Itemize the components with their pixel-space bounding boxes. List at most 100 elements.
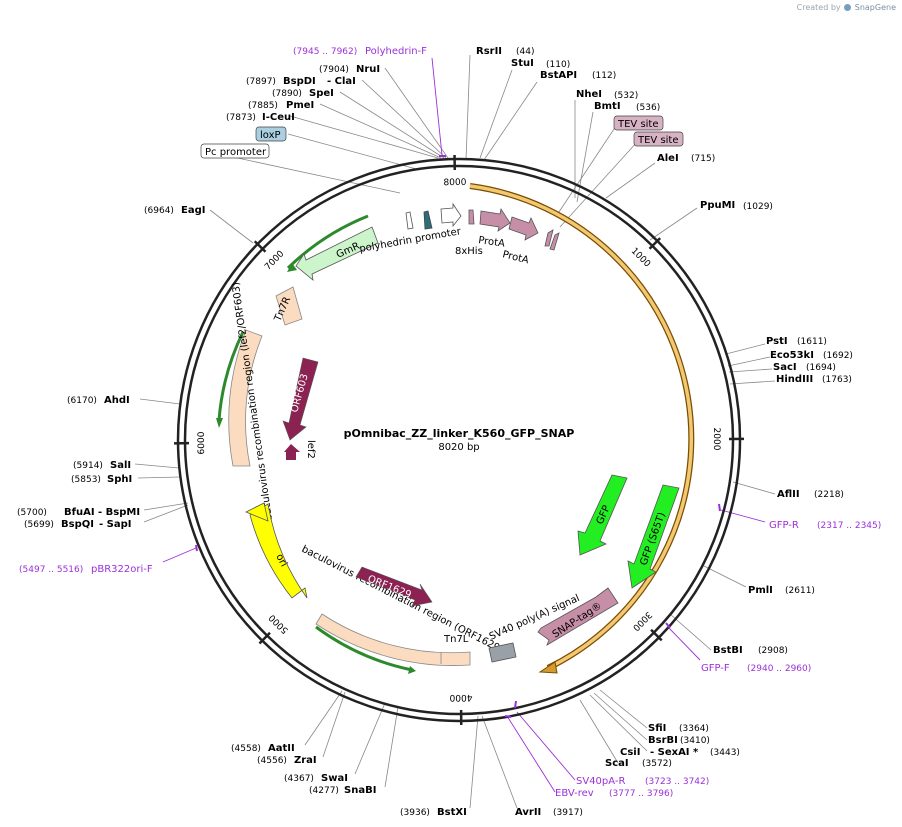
enzyme-pos: (2218) xyxy=(814,490,844,500)
enzyme-pos: (532) xyxy=(614,91,638,101)
enzyme-pos: (3936) xyxy=(400,808,430,818)
snap-feature xyxy=(537,587,619,646)
enzyme-name: AhdI xyxy=(104,395,130,406)
tick-label: 4000 xyxy=(449,692,472,702)
gmr-arc xyxy=(286,214,369,270)
primer-leader-lines xyxy=(162,57,766,793)
enzyme-pos: (5853) xyxy=(71,475,101,485)
orf1629-feature xyxy=(355,566,433,607)
enzyme-name: BsrBI xyxy=(648,735,678,746)
enzyme-pos: (3410) xyxy=(680,736,710,746)
primer-name: GFP-F xyxy=(701,663,730,674)
enzyme-pos: (5699) xyxy=(24,520,54,530)
gmr-arc-head xyxy=(287,263,297,272)
enzyme-name: AleI xyxy=(657,153,679,164)
ori-label: ori xyxy=(273,552,289,569)
enzyme-name: SfiI xyxy=(648,723,666,734)
enzyme-pos: (7890) xyxy=(272,89,302,99)
enzyme-pos: (7873) xyxy=(226,113,256,123)
tev1-box: TEV site xyxy=(613,115,664,131)
enzyme-pos: (6964) xyxy=(144,206,174,216)
primer-range: (3723 .. 3742) xyxy=(645,777,709,787)
snapgene-watermark: Created by SnapGene xyxy=(797,3,896,12)
watermark-brand: SnapGene xyxy=(854,3,896,12)
lef2-green-arc xyxy=(217,331,245,421)
enzyme-name: NruI xyxy=(356,64,380,75)
enzyme-pos: (44) xyxy=(516,47,534,57)
enzyme-labels: RsrII (44) StuI (110) BstAPI (112) NheI … xyxy=(17,46,853,818)
tick-label: 2000 xyxy=(711,428,721,451)
tev2-box: TEV site xyxy=(633,131,684,147)
enzyme-pos: (536) xyxy=(636,103,660,113)
plasmid-length: 8020 bp xyxy=(438,442,479,453)
primer-name: EBV-rev xyxy=(555,788,594,799)
enzyme-pos: (4277) xyxy=(309,786,339,796)
enzyme-pos: (6170) xyxy=(67,396,97,406)
his-feature xyxy=(468,209,475,225)
lef2-recomb-region xyxy=(228,329,263,467)
small-promoter-feature xyxy=(405,211,414,230)
enzyme-name-2: - BspMI xyxy=(98,507,140,518)
tick-label: 1000 xyxy=(629,246,652,269)
snapgene-logo-icon xyxy=(844,4,852,11)
primer-labels: Polyhedrin-F (7945 .. 7962) GFP-R (2317 … xyxy=(19,46,881,799)
enzyme-name: PstI xyxy=(766,336,788,347)
lef2-feature xyxy=(284,444,300,460)
enzyme-name: BmtI xyxy=(594,101,621,112)
orf-arc-fill xyxy=(469,184,693,670)
enzyme-name: AflII xyxy=(777,489,800,500)
gmr-feature xyxy=(295,226,379,281)
prota1-feature xyxy=(479,207,511,232)
primer-range: (7945 .. 7962) xyxy=(293,47,357,57)
watermark-prefix: Created by xyxy=(796,3,841,12)
enzyme-pos: (3917) xyxy=(553,808,583,818)
enzyme-name: StuI xyxy=(511,58,534,69)
tev1-box-label: TEV site xyxy=(617,119,659,130)
enzyme-name: HindIII xyxy=(776,374,813,385)
orf1629-recomb-label: baculovirus recombination region (ORF162… xyxy=(300,544,505,656)
loxp-box: loxP xyxy=(255,126,287,142)
enzyme-name: SacI xyxy=(773,362,797,373)
orf1629-green-head xyxy=(408,666,416,674)
tick-mark xyxy=(258,631,271,645)
enzyme-pos: (7904) xyxy=(319,65,349,75)
enzyme-name: PmeI xyxy=(286,100,314,111)
enzyme-name: NheI xyxy=(576,89,602,100)
lef2-green-head xyxy=(216,418,223,428)
enzyme-pos: (4367) xyxy=(284,774,314,784)
primer-name: Polyhedrin-F xyxy=(365,46,427,57)
loxp-feature xyxy=(423,210,433,230)
enzyme-name: SalI xyxy=(110,460,131,471)
enzyme-pos: (1763) xyxy=(822,375,852,385)
tn7l-label: Tn7L xyxy=(443,634,469,645)
enzyme-pos: (2611) xyxy=(785,586,815,596)
enzyme-name: BspDI xyxy=(283,76,316,87)
enzyme-name: EagI xyxy=(181,205,205,216)
lef2-label: lef2 xyxy=(305,440,316,459)
pc-promoter-box: Pc promoter xyxy=(200,143,270,159)
enzyme-pos: (1694) xyxy=(806,363,836,373)
enzyme-name: BfuAI xyxy=(64,507,95,518)
enzyme-name: AvrII xyxy=(515,807,541,818)
enzyme-pos: (715) xyxy=(691,154,715,164)
primer-range: (2940 .. 2960) xyxy=(747,664,811,674)
sv40-feature xyxy=(488,642,517,663)
enzyme-pos: (3443) xyxy=(710,748,740,758)
tick-label: 7000 xyxy=(263,249,286,273)
enzyme-pos: (1692) xyxy=(823,351,853,361)
orf603-feature xyxy=(282,357,319,441)
gfp-s65t-feature xyxy=(627,484,680,589)
tev2-feature xyxy=(549,232,560,251)
enzyme-pos: (7897) xyxy=(246,77,276,87)
pc-promoter-box-label: Pc promoter xyxy=(205,147,267,158)
ori-feature xyxy=(249,503,308,599)
tick-label: 8000 xyxy=(443,178,466,188)
prota2-feature xyxy=(508,216,539,241)
tn7r-feature xyxy=(275,286,303,326)
tick-label: 3000 xyxy=(630,609,653,633)
enzyme-pos: (110) xyxy=(546,60,570,70)
tick-mark xyxy=(648,237,662,250)
tick-mark xyxy=(650,628,663,642)
plasmid-name: pOmnibac_ZZ_linker_K560_GFP_SNAP xyxy=(344,427,575,440)
